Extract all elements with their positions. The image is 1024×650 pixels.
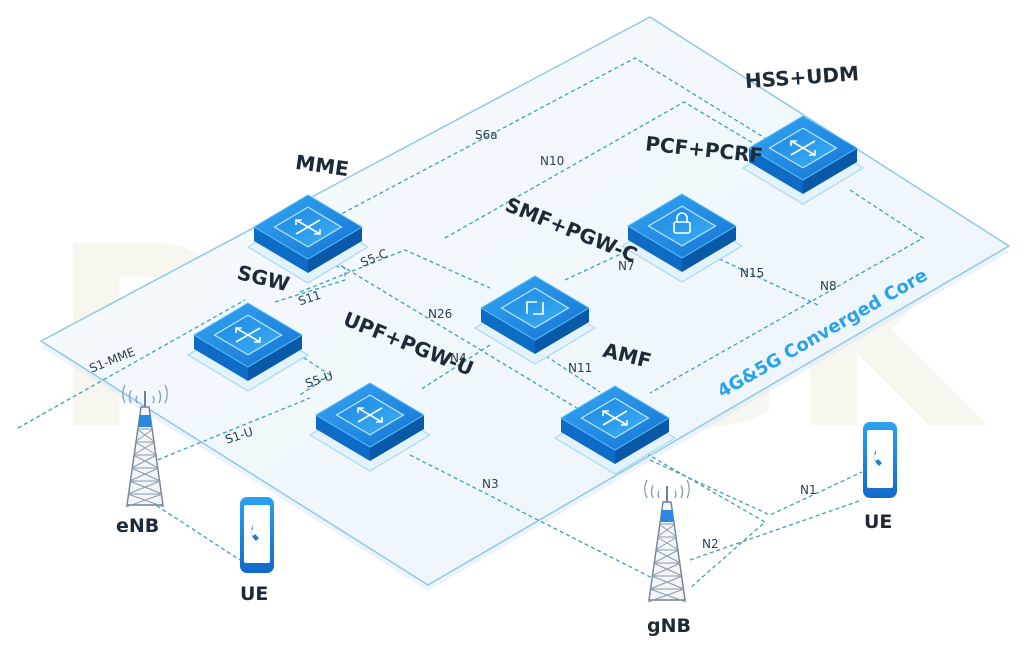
link-n11 (539, 351, 601, 393)
link-s6a (329, 57, 766, 221)
link-s5u (291, 349, 332, 396)
label-ue-left: UE (240, 583, 268, 605)
amf-node[interactable] (554, 385, 676, 475)
label-gnb: gNB (647, 615, 691, 637)
link-n1 (649, 459, 863, 516)
chip-side-right (803, 148, 857, 194)
router-chip-icon (357, 407, 383, 423)
iface-s11: S11 (296, 288, 322, 308)
handset-glyph (250, 524, 259, 541)
chip-side-right (370, 415, 424, 461)
chip-side-left (194, 335, 248, 381)
interface-links (17, 57, 925, 589)
link-n3 (409, 454, 669, 587)
upf-pgwu-node[interactable] (309, 382, 431, 472)
chip-icon (526, 301, 544, 315)
chip-side-right (308, 227, 362, 273)
iface-n2: N2 (702, 537, 719, 551)
chip-side-right (682, 226, 736, 272)
chip-side-right (248, 335, 302, 381)
router-chip-icon (235, 327, 261, 343)
label-hss-udm: HSS+UDM (744, 61, 860, 93)
chip-side-left (254, 227, 308, 273)
gnb-tower[interactable] (644, 479, 690, 603)
smf-pgwc-node[interactable] (474, 275, 596, 365)
phone-icon (863, 422, 897, 498)
label-ue-right: UE (864, 511, 892, 533)
iface-s6a: S6a (475, 128, 498, 142)
iface-n7: N7 (618, 259, 635, 273)
chip-side-left (316, 415, 370, 461)
link-s5c (299, 249, 491, 293)
ue-right-phone[interactable] (863, 422, 897, 498)
cell-tower-icon (122, 384, 168, 508)
iface-n3: N3 (482, 477, 499, 491)
chip-inner-face (647, 205, 717, 247)
link-enb-ue (144, 497, 241, 561)
label-enb: eNB (116, 515, 159, 537)
chip-side-right (535, 308, 589, 354)
chip-inner-face (500, 287, 570, 329)
chip-side-left (749, 148, 803, 194)
enb-tower[interactable] (122, 384, 168, 508)
link-n10 (444, 101, 779, 239)
phone-screen (867, 430, 893, 488)
router-chip-icon (790, 140, 816, 156)
iface-n11: N11 (568, 361, 592, 375)
chip-side-left (561, 418, 615, 464)
label-mme: MME (294, 150, 350, 181)
handset-glyph (873, 449, 882, 466)
router-chip-icon (295, 219, 321, 235)
sgw-node[interactable] (187, 302, 309, 392)
iface-n4: N4 (450, 351, 467, 365)
link-s1u (144, 397, 311, 466)
chip-side-left (628, 226, 682, 272)
iface-n26: N26 (428, 307, 452, 321)
pcf-pcrf-node[interactable] (621, 193, 743, 283)
hss-udm-node[interactable] (742, 115, 864, 205)
link-gnb-ue (689, 499, 863, 561)
signal-waves (644, 479, 690, 499)
cell-tower-icon (644, 479, 690, 603)
iface-n1: N1 (800, 483, 817, 497)
router-chip-icon (602, 410, 628, 426)
link-n2 (639, 449, 767, 589)
link-s1mme (17, 299, 246, 429)
link-n8 (649, 189, 925, 394)
link-n26 (334, 261, 581, 411)
mme-node[interactable] (247, 194, 369, 284)
iface-n10: N10 (540, 154, 564, 168)
link-n7 (564, 237, 656, 281)
phone-icon (240, 497, 274, 573)
tower-panel (661, 510, 673, 522)
iface-n8: N8 (820, 279, 837, 293)
chip-side-right (615, 418, 669, 464)
ue-left-phone[interactable] (240, 497, 274, 573)
chip-side-left (481, 308, 535, 354)
lock-icon (673, 212, 691, 234)
tower-lattice (125, 428, 165, 508)
tower-panel (139, 415, 151, 427)
tower-lattice (647, 523, 687, 603)
signal-waves (122, 384, 168, 404)
phone-screen (244, 505, 270, 563)
iface-n15: N15 (740, 266, 764, 280)
